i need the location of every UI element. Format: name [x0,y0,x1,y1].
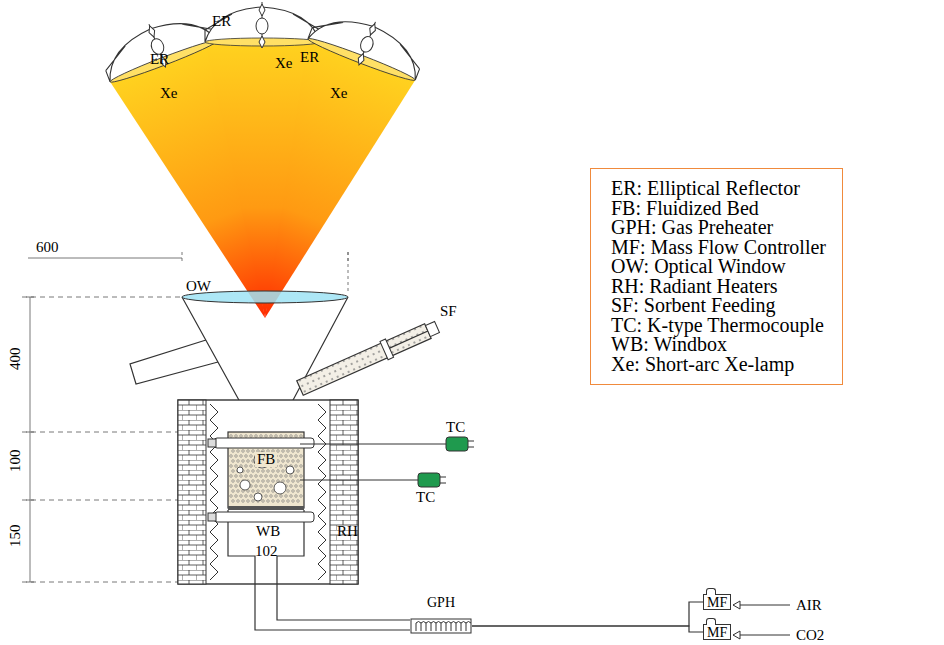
node-label: MF [704,626,730,640]
node-label: MF [704,596,730,610]
part-label: 600 [36,240,59,255]
controller-knob [706,618,716,625]
part-label: Xe [275,56,293,71]
part-label: Xe [330,86,348,101]
part-label: TC [416,490,435,505]
controller-knob [706,588,716,595]
part-label: ER [300,50,319,65]
legend: ER: Elliptical ReflectorFB: Fluidized Be… [590,168,843,385]
radiant-heater [318,404,326,580]
part-label: WB [256,524,280,539]
radiant-heater [210,404,218,580]
legend-entry: SF: Sorbent Feeding [611,296,826,316]
mass-flow-controller: MF [703,594,731,610]
gas-line [472,602,703,626]
lamp-reflector [205,2,320,48]
sorbent-feeder [296,318,441,397]
legend-entry: FB: Fluidized Bed [611,199,826,219]
part-label: 100 [8,450,23,473]
part-label: TC [446,420,465,435]
legend-entry: WB: Windbox [611,335,826,355]
legend-entry: GPH: Gas Preheater [611,218,826,238]
legend-entry: RH: Radiant Heaters [611,277,826,297]
gas-preheater: GPH [410,596,472,635]
gas-inlets [733,601,790,639]
part-label: SF [440,304,457,319]
node-label: GPH [410,596,472,610]
part-label: ER [212,14,231,29]
legend-entry: MF: Mass Flow Controller [611,238,826,258]
furnace [178,400,358,584]
fluidized-bed [208,432,410,630]
gas-line [472,626,703,632]
part-label: 102 [255,544,278,559]
part-label: AIR [796,598,822,613]
thermocouples [300,437,474,487]
legend-entry: OW: Optical Window [611,257,826,277]
part-label: 400 [8,348,23,371]
part-label: CO2 [796,628,824,643]
part-label: FB [255,452,277,467]
part-label: ER [150,52,169,67]
heater-coil [410,613,472,635]
legend-entry: ER: Elliptical Reflector [611,179,826,199]
part-label: RH [337,524,358,539]
mass-flow-controller: MF [703,624,731,640]
part-label: OW [186,279,211,294]
part-label: 150 [8,525,23,548]
lamp-reflector [306,1,430,85]
legend-entry: TC: K-type Thermocouple [611,316,826,336]
legend-entry: Xe: Short-arc Xe-lamp [611,355,826,375]
part-label: Xe [160,86,178,101]
lamp-reflector [96,3,220,87]
